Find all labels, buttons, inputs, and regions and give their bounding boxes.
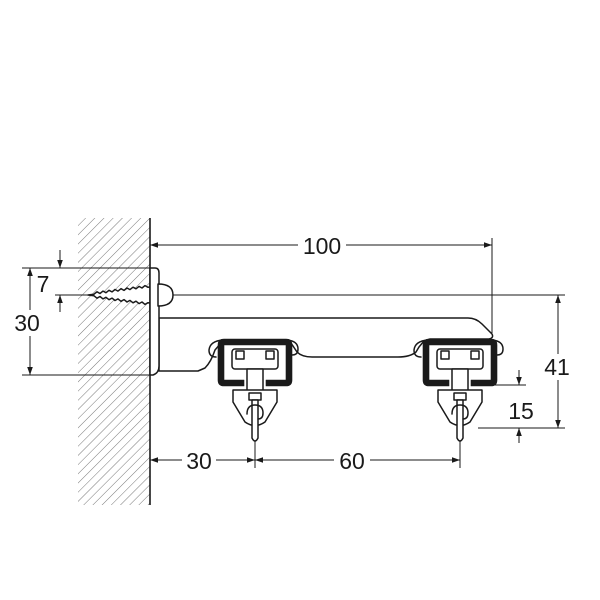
runner-wheel-left: [235, 350, 245, 360]
dim-label-right-large: 41: [544, 354, 570, 380]
runner-wheel-right: [470, 350, 480, 360]
bracket-wall-plate: [149, 267, 160, 376]
hook-pin: [456, 399, 464, 442]
wall-hatching: [78, 218, 150, 505]
rail-clip-left: [208, 339, 224, 358]
rail-clip-right: [286, 339, 299, 356]
dim-label-left-large: 30: [14, 310, 40, 336]
runner-wheel-left: [440, 350, 450, 360]
carrier-left: [208, 338, 299, 442]
hook-slot: [453, 392, 467, 401]
hook-slot: [248, 392, 262, 401]
hook-loop: [451, 404, 469, 420]
dim-label-right-small: 15: [508, 398, 534, 424]
rail-clip-left: [413, 339, 429, 358]
screw-head: [157, 283, 174, 307]
dimension-labels: 100 7 30 41 15 30 60: [14, 233, 570, 474]
dimension-lines: [27, 242, 561, 463]
hook-pin: [251, 399, 259, 442]
wall: [78, 218, 151, 505]
rail-clip-right: [491, 339, 504, 356]
bracket-arm: [158, 317, 494, 372]
carrier-right: [413, 338, 504, 442]
dim-label-left-small: 7: [37, 271, 50, 297]
extension-lines: [22, 238, 565, 468]
bracket: [149, 267, 494, 376]
rail-channel: [217, 338, 293, 387]
dim-label-bottom-left: 30: [186, 448, 212, 474]
runner-wheel-right: [265, 350, 275, 360]
dim-label-top: 100: [303, 233, 341, 259]
hook-loop: [246, 404, 264, 420]
rail-channel: [422, 338, 498, 387]
dim-label-bottom-right: 60: [339, 448, 365, 474]
